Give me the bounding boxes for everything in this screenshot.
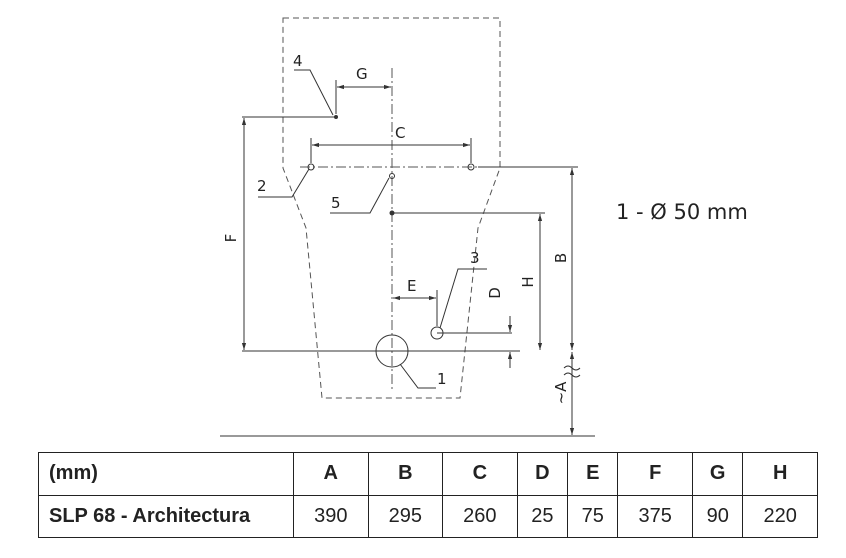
table-row: SLP 68 - Architectura 390 295 260 25 75 … — [38, 494, 818, 538]
callout-5: 5 — [331, 194, 341, 212]
table-cell: 25 — [516, 494, 569, 538]
label-F: F — [222, 234, 240, 243]
col-header: G — [691, 452, 744, 496]
callout-2: 2 — [257, 177, 267, 195]
callout-4: 4 — [293, 52, 303, 70]
label-A: ~A — [552, 381, 570, 405]
col-header: C — [442, 452, 518, 496]
table-cell: 390 — [293, 494, 369, 538]
installation-diagram: G C E F D H B ~A 1 2 3 4 5 1 - Ø 50 mm — [220, 17, 748, 437]
label-B: B — [552, 253, 570, 263]
unit-header: (mm) — [38, 452, 294, 496]
label-C: C — [395, 124, 405, 142]
point-2 — [307, 163, 315, 171]
outlet-legend: 1 - Ø 50 mm — [616, 200, 748, 224]
model-name: SLP 68 - Architectura — [38, 494, 294, 538]
table-header-row: (mm) A B C D E F G H — [38, 452, 818, 496]
table-cell: 220 — [742, 494, 818, 538]
dimensions-table: (mm) A B C D E F G H SLP 68 - Architectu… — [38, 452, 818, 538]
table-cell: 295 — [367, 494, 444, 538]
callout-3: 3 — [470, 249, 480, 267]
col-header: F — [617, 452, 693, 496]
table-cell: 90 — [691, 494, 744, 538]
label-D: D — [486, 287, 504, 299]
col-header: A — [293, 452, 369, 496]
table-cell: 375 — [617, 494, 693, 538]
col-header: H — [742, 452, 818, 496]
col-header: B — [367, 452, 444, 496]
table-cell: 75 — [567, 494, 619, 538]
label-E: E — [407, 277, 416, 295]
col-header: D — [516, 452, 569, 496]
toilet-outline — [282, 17, 501, 399]
col-header: E — [567, 452, 619, 496]
label-G: G — [356, 65, 368, 83]
point-5 — [389, 173, 395, 179]
callout-1: 1 — [437, 370, 447, 388]
point-2b — [467, 163, 475, 171]
label-H: H — [519, 276, 537, 287]
table-cell: 260 — [442, 494, 518, 538]
